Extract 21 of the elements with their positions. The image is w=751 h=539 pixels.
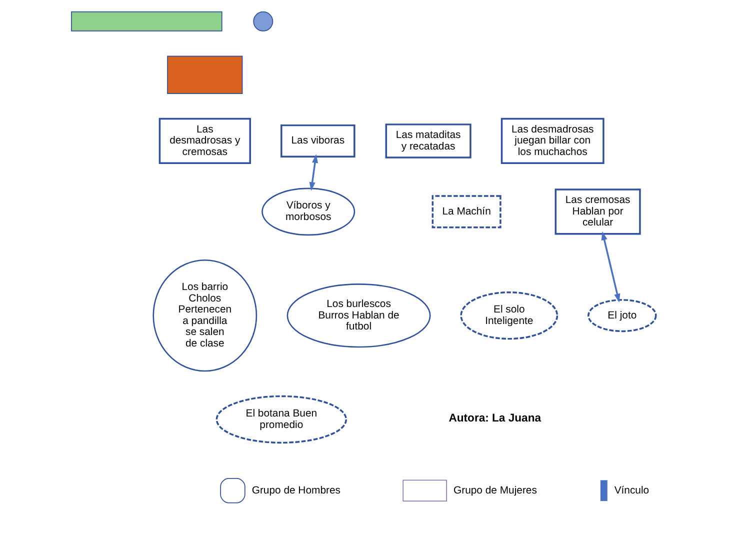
node-box: Las cremosas Hablan por celular: [554, 188, 641, 235]
node-box: Las viboras: [280, 124, 356, 158]
node-ellipse: Víboros y morbosos: [262, 188, 356, 236]
node-box: La Machín: [432, 195, 502, 228]
node-box: Las mataditas y recatadas: [385, 124, 472, 158]
legend-label: Vínculo: [614, 485, 650, 496]
node-ellipse: El solo Inteligente: [460, 291, 558, 340]
node-bar: [71, 11, 222, 32]
node-ellipse: Los burlescos Burros Hablan de futbol: [286, 284, 431, 348]
node-circle: Los barrio Cholos Pertenecen a pandilla se salen de clase: [152, 259, 258, 372]
legend-label: Grupo de Mujeres: [454, 485, 537, 496]
arrow: [601, 231, 620, 302]
label: Autora: La Juana: [448, 412, 542, 425]
node-box: Las desmadrosas y cremosas: [158, 118, 251, 164]
node-ellipse: El joto: [588, 299, 657, 332]
node-ellipse: El botana Buen promedio: [216, 395, 348, 444]
legend-label: Grupo de Hombres: [252, 485, 340, 496]
node-box: [167, 56, 243, 94]
arrow: [309, 154, 318, 191]
node-circle: [253, 11, 274, 32]
node-box: Las desmadrosas juegan billar con los muchachos: [500, 118, 604, 164]
